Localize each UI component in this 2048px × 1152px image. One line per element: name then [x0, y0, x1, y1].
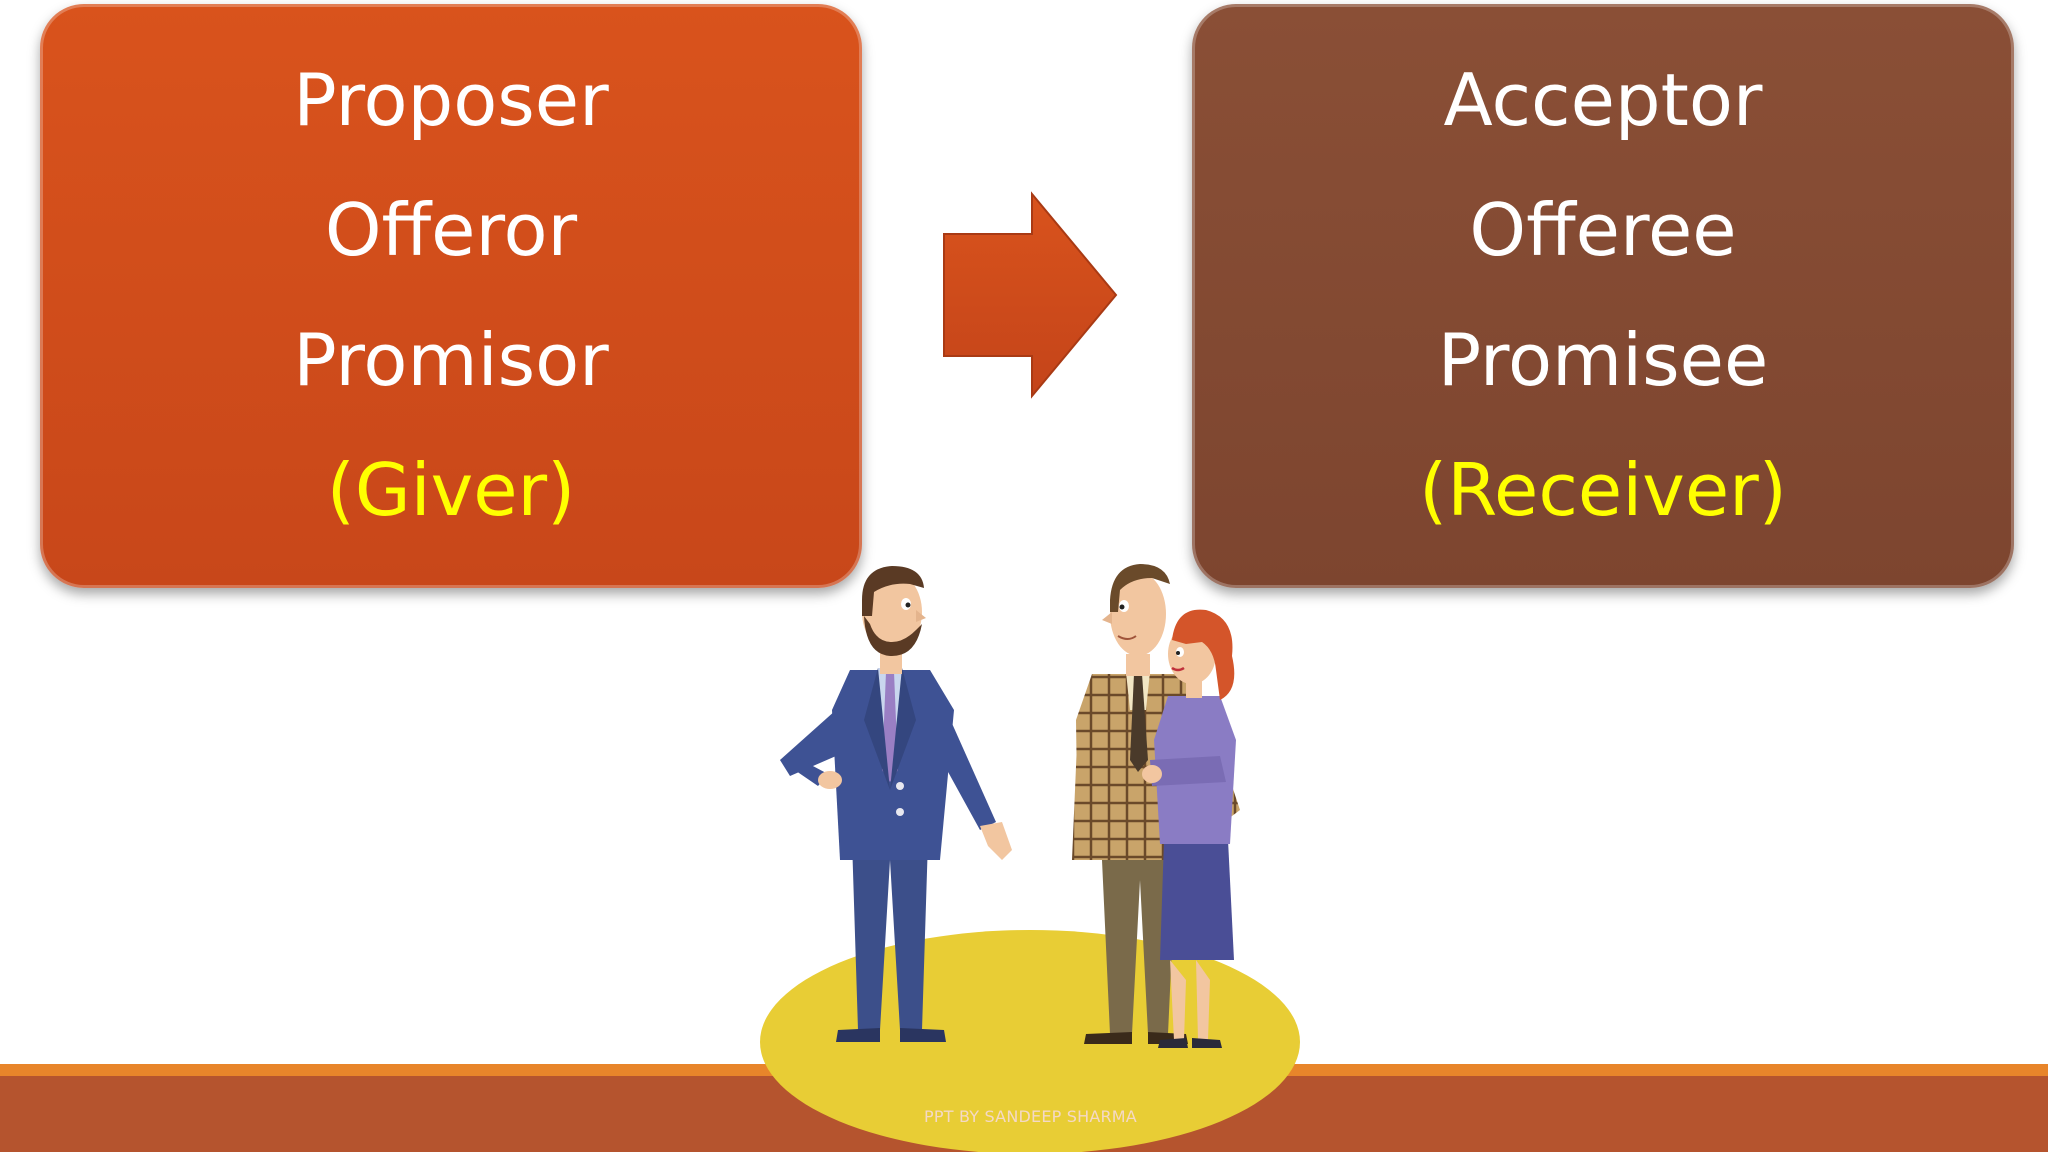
receiver-label: (Receiver) [1419, 448, 1787, 532]
man-blue-suit-figure [780, 566, 1012, 1042]
offeror-label: Offeror [324, 188, 578, 272]
acceptor-label: Acceptor [1443, 58, 1763, 142]
woman-purple-suit-figure [1142, 609, 1236, 1048]
giver-label: (Giver) [326, 448, 576, 532]
acceptor-box: Acceptor Offeree Promisee (Receiver) [1192, 4, 2014, 588]
promisee-label: Promisee [1437, 318, 1769, 402]
promisor-label: Promisor [293, 318, 609, 402]
footer-credit-text: PPT BY SANDEEP SHARMA [924, 1107, 1137, 1126]
offeree-label: Offeree [1469, 188, 1737, 272]
right-arrow-icon [943, 191, 1118, 399]
proposer-box: Proposer Offeror Promisor (Giver) [40, 4, 862, 588]
business-people-illustration [760, 564, 1300, 1152]
proposer-label: Proposer [293, 58, 609, 142]
